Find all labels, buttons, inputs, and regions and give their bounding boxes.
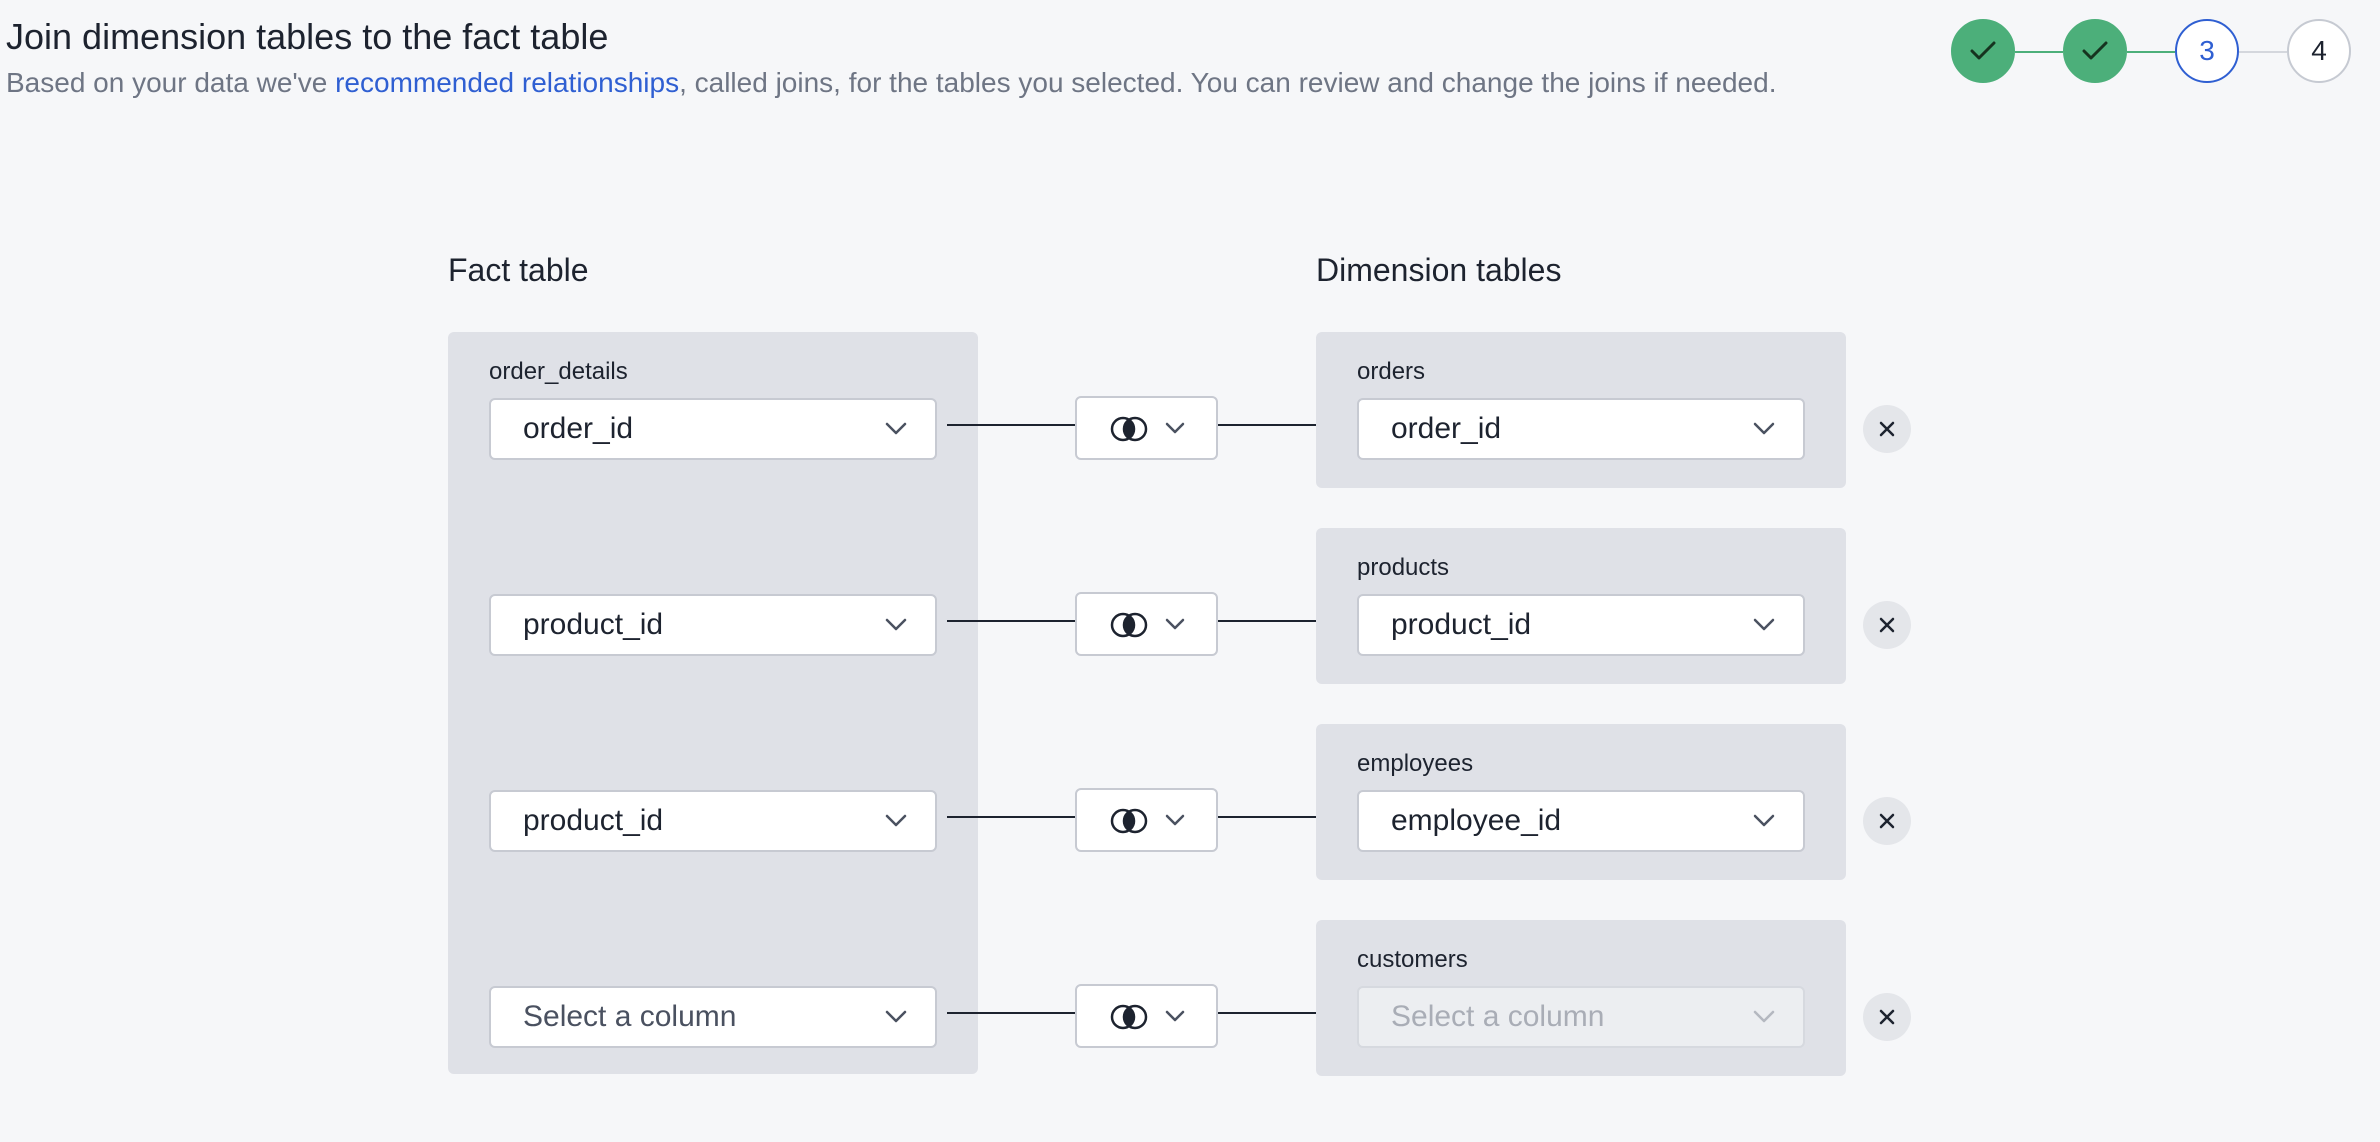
dimension-column-value: product_id (1391, 608, 1532, 641)
fact-panel-divider (448, 894, 978, 928)
join-connector-line (947, 1012, 1075, 1014)
dimension-table-name: employees (1357, 750, 1474, 777)
check-icon (1970, 41, 1996, 60)
inner-join-icon (1110, 416, 1148, 442)
fact-table-name: order_details (489, 358, 628, 385)
dimension-column-select[interactable]: employee_id (1357, 790, 1805, 852)
page-title: Join dimension tables to the fact table (6, 16, 609, 57)
dimension-column-select: Select a column (1357, 986, 1805, 1048)
close-icon (1879, 1009, 1895, 1025)
dimension-column-placeholder: Select a column (1391, 1000, 1605, 1033)
step-connector (2015, 51, 2063, 53)
dimension-table-name: customers (1357, 946, 1468, 973)
fact-column-select[interactable]: Select a column (489, 986, 937, 1048)
fact-panel-divider (448, 502, 978, 536)
fact-table-heading: Fact table (448, 252, 589, 288)
step-1-completed[interactable] (1951, 19, 2015, 83)
chevron-down-icon (885, 814, 907, 827)
join-connector-line (947, 816, 1075, 818)
chevron-down-icon (1165, 1010, 1185, 1022)
chevron-down-icon (1753, 1010, 1775, 1023)
remove-join-button[interactable] (1863, 405, 1911, 453)
fact-panel-divider (448, 698, 978, 732)
progress-stepper: 3 4 (1951, 19, 2353, 85)
chevron-down-icon (1753, 618, 1775, 631)
close-icon (1879, 421, 1895, 437)
join-type-button[interactable] (1075, 788, 1218, 852)
chevron-down-icon (1165, 618, 1185, 630)
join-connector-line (1218, 620, 1348, 622)
fact-column-value: product_id (523, 608, 664, 641)
dimension-table-name: orders (1357, 358, 1426, 385)
step-2-completed[interactable] (2063, 19, 2127, 83)
close-icon (1879, 617, 1895, 633)
join-type-button[interactable] (1075, 396, 1218, 460)
dimension-column-select[interactable]: order_id (1357, 398, 1805, 460)
check-icon (2082, 41, 2108, 60)
fact-column-select[interactable]: product_id (489, 594, 937, 656)
fact-column-value: order_id (523, 412, 634, 445)
chevron-down-icon (1753, 814, 1775, 827)
join-connector-line (1218, 424, 1348, 426)
step-connector (2127, 51, 2175, 53)
fact-column-select[interactable]: product_id (489, 790, 937, 852)
subtitle-text: Based on your data we've (6, 67, 336, 98)
fact-column-placeholder: Select a column (523, 1000, 737, 1033)
chevron-down-icon (885, 1010, 907, 1023)
inner-join-icon (1110, 1004, 1148, 1030)
page-subtitle: Based on your data we've recommended rel… (6, 67, 1776, 99)
join-connector-line (1218, 816, 1348, 818)
recommended-relationships-link[interactable]: recommended relationships (335, 67, 680, 98)
dimension-column-value: order_id (1391, 412, 1502, 445)
chevron-down-icon (1165, 422, 1185, 434)
step-3-current[interactable]: 3 (2175, 19, 2239, 83)
dimension-tables-heading: Dimension tables (1316, 252, 1562, 288)
dimension-table-name: products (1357, 554, 1450, 581)
join-type-button[interactable] (1075, 592, 1218, 656)
join-connector-line (947, 424, 1075, 426)
chevron-down-icon (1165, 814, 1185, 826)
remove-join-button[interactable] (1863, 993, 1911, 1041)
join-type-button[interactable] (1075, 984, 1218, 1048)
inner-join-icon (1110, 612, 1148, 638)
fact-column-value: product_id (523, 804, 664, 837)
dimension-column-select[interactable]: product_id (1357, 594, 1805, 656)
dimension-column-value: employee_id (1391, 804, 1562, 837)
chevron-down-icon (885, 422, 907, 435)
step-connector (2239, 51, 2287, 53)
chevron-down-icon (885, 618, 907, 631)
join-connector-line (947, 620, 1075, 622)
chevron-down-icon (1753, 422, 1775, 435)
remove-join-button[interactable] (1863, 601, 1911, 649)
fact-column-select[interactable]: order_id (489, 398, 937, 460)
remove-join-button[interactable] (1863, 797, 1911, 845)
close-icon (1879, 813, 1895, 829)
step-4[interactable]: 4 (2287, 19, 2351, 83)
subtitle-text-continued: , called joins, for the tables you selec… (679, 67, 1777, 98)
join-connector-line (1218, 1012, 1348, 1014)
inner-join-icon (1110, 808, 1148, 834)
